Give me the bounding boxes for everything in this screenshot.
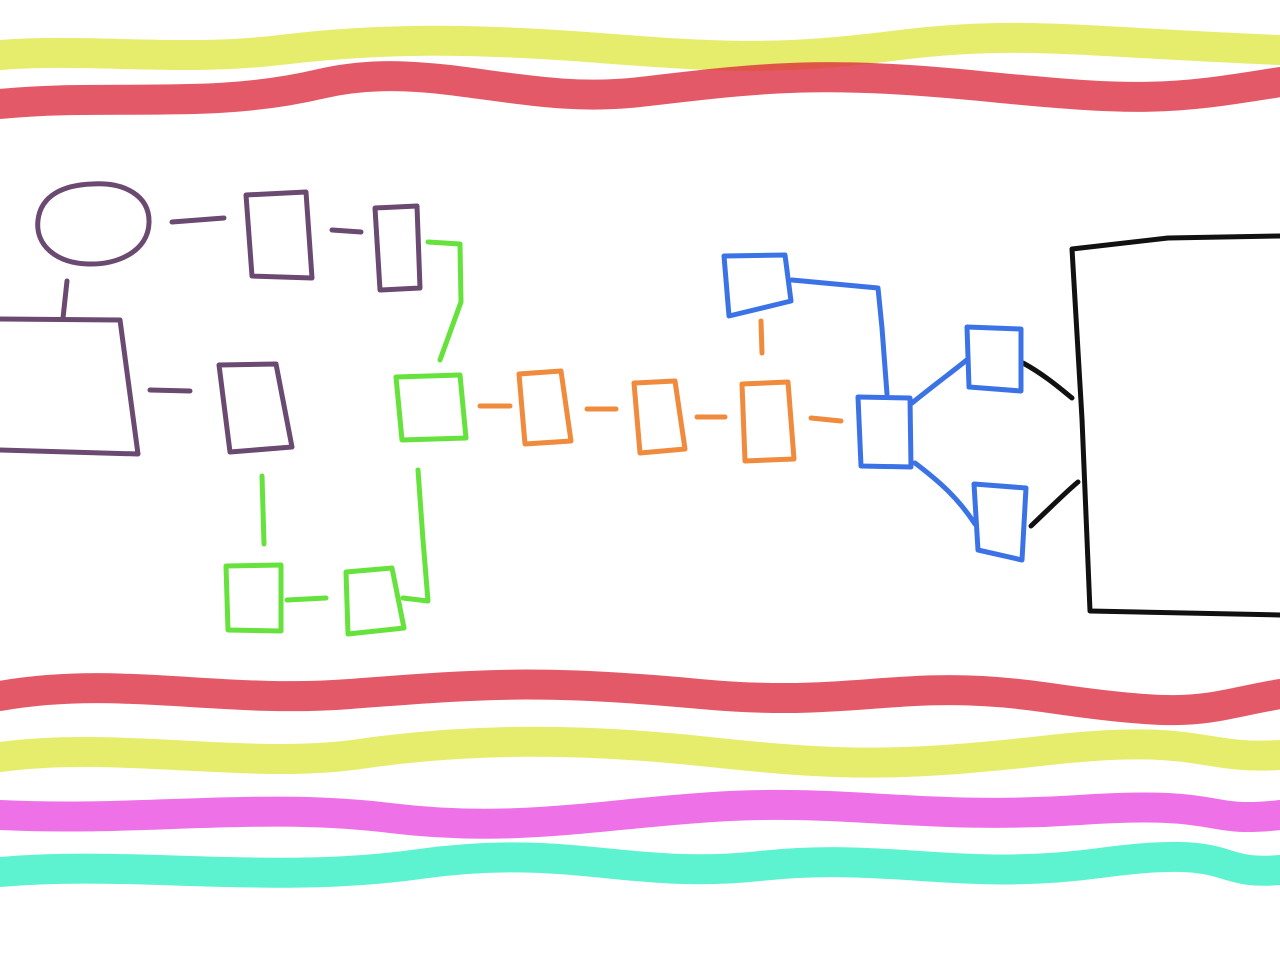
bottom-band-yellow — [0, 726, 1280, 778]
bottom-band-cyan — [0, 841, 1280, 888]
diagram-nodes — [0, 181, 1280, 637]
blue-rect-hub — [855, 394, 914, 470]
edge-blue-hub-to-lower-right — [912, 460, 978, 527]
purple-rect-1 — [243, 189, 315, 281]
green-rect-top — [393, 372, 469, 443]
orange-rect-2 — [631, 378, 688, 456]
edge-blue-lower-right-to-black — [1028, 479, 1081, 529]
bottom-decorative-bands — [0, 669, 1280, 888]
green-rect-bottom-left — [223, 562, 284, 634]
edge-blue-upper-right-to-black — [1020, 360, 1075, 401]
edge-green-bottom-right-to-top — [400, 467, 431, 604]
bottom-band-red — [0, 669, 1280, 726]
green-rect-bottom-right — [343, 565, 407, 637]
blue-rect-upper-right — [964, 324, 1024, 394]
bottom-band-magenta — [0, 789, 1280, 839]
purple-large-rect — [0, 316, 141, 457]
orange-rect-1 — [516, 368, 574, 447]
edge-purple-ellipse-to-large-rect — [60, 278, 70, 321]
edge-blue-top-to-hub — [789, 277, 890, 397]
purple-ellipse — [35, 181, 152, 267]
edge-blue-hub-to-upper-right — [909, 356, 971, 406]
purple-rect-3 — [216, 361, 295, 455]
orange-rect-3 — [739, 379, 797, 464]
blue-rect-top — [721, 252, 794, 319]
edge-purple-rect3-to-green-bottom-left — [259, 473, 267, 547]
edge-purple-rect1-to-rect2 — [329, 227, 364, 235]
edge-orange3-to-blue-hub — [808, 415, 844, 424]
edge-orange3-to-blue-top — [758, 318, 765, 356]
edge-purple-ellipse-to-rect1 — [169, 215, 227, 225]
top-band-yellow — [0, 22, 1280, 71]
top-band-red — [0, 61, 1280, 119]
purple-rect-2 — [372, 203, 423, 293]
blue-rect-lower-right — [971, 481, 1029, 563]
top-decorative-bands — [0, 22, 1280, 119]
diagram-edges — [60, 215, 1081, 604]
edge-green-bottom-left-to-bottom-right — [284, 595, 329, 603]
edge-purple-rect2-to-green-top — [425, 239, 464, 363]
black-large-rect — [1069, 233, 1280, 618]
edge-purple-large-rect-to-rect3 — [147, 387, 193, 394]
